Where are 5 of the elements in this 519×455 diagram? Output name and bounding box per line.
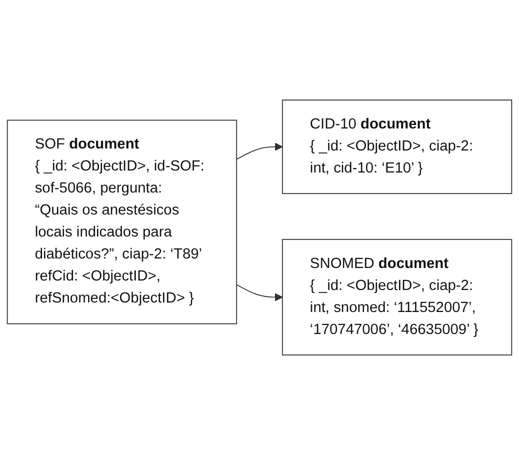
node-box: SOF document { _id: <ObjectID>, id-SOF: sof-5066, pergunta: “Quais os anestésicos locais indicados para diabéticos?”, ciap-2: ‘T89’ refCid: <ObjectID>, refSnomed:<ObjectID> } <box>6 120 238 324</box>
arrow <box>236 284 283 302</box>
arrow <box>236 142 283 160</box>
node-box: SNOMED document { _id: <ObjectID>, ciap-2: int, snomed: ‘111552007’, ‘170747006’, ‘46635009’ } <box>282 238 512 356</box>
node-box: CID-10 document { _id: <ObjectID>, ciap-2: int, cid-10: ‘E10’ } <box>282 100 512 194</box>
